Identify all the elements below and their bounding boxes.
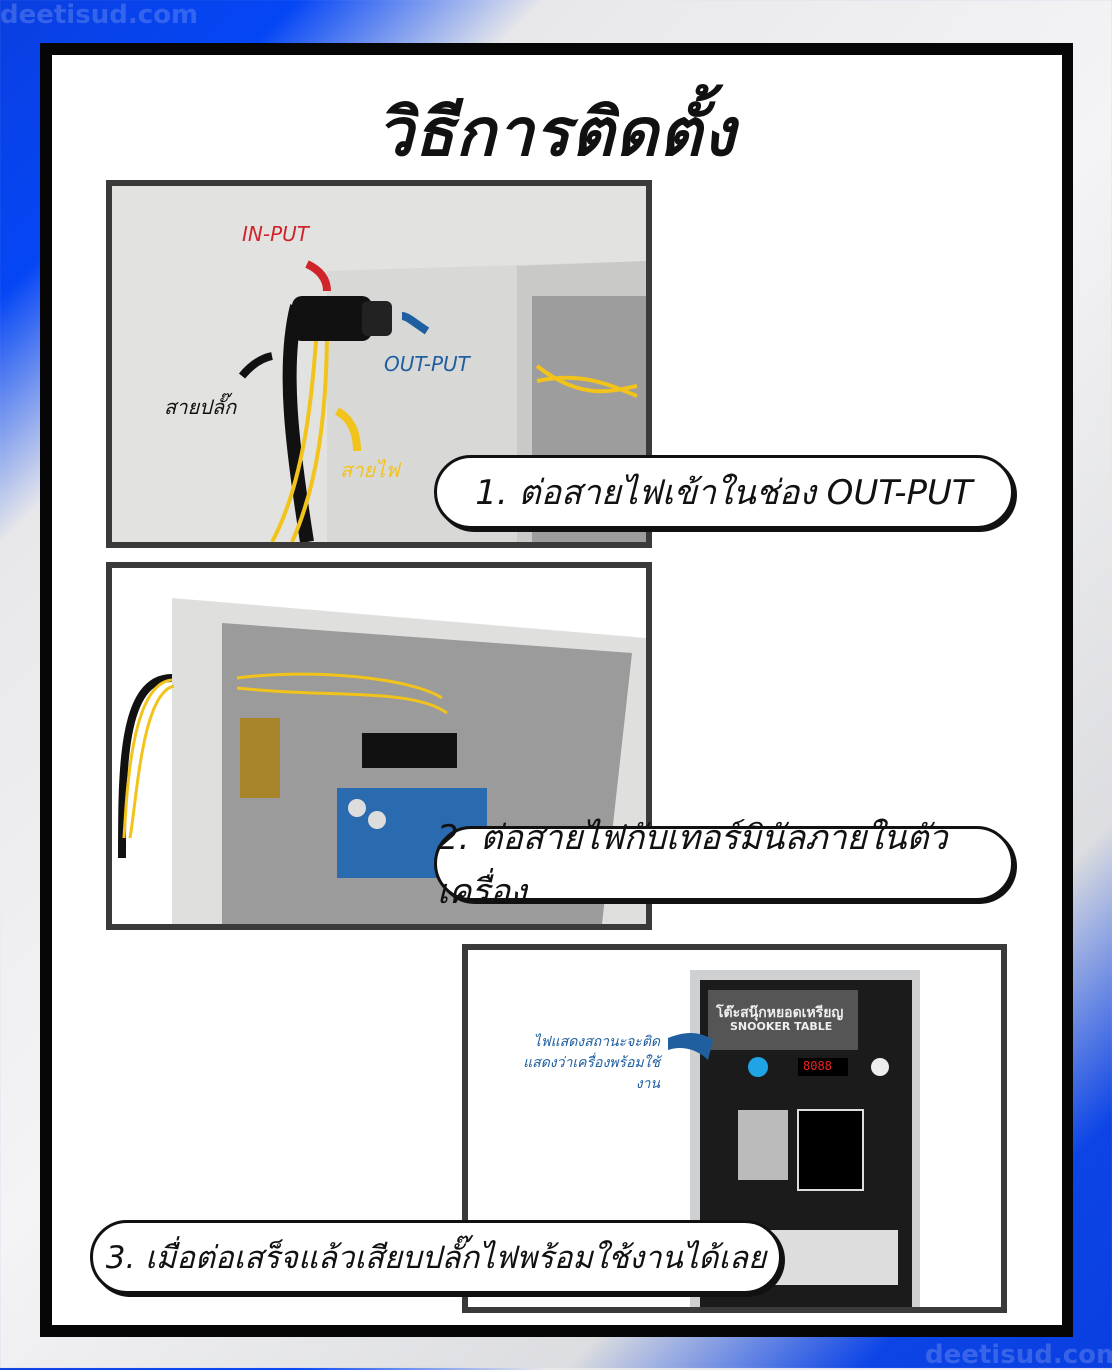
note-line-1: ไฟแสดงสถานะจะติด: [533, 1034, 660, 1050]
status-light-note: ไฟแสดงสถานะจะติด แสดงว่าเครื่องพร้อมใช้ง…: [500, 1032, 660, 1095]
step1-caption: 1. ต่อสายไฟเข้าในช่อง OUT-PUT: [434, 455, 1014, 529]
step2-caption: 2. ต่อสายไฟกับเทอร์มินัลภายในตัวเครื่อง: [434, 818, 1014, 912]
note-line-2: แสดงว่าเครื่องพร้อมใช้งาน: [523, 1055, 660, 1092]
device-title-en: SNOOKER TABLE: [730, 1020, 833, 1033]
device-title-th: โต๊ะสนุ๊กหยอดเหรียญ: [716, 1005, 844, 1021]
wire-label: สายไฟ: [340, 458, 400, 482]
plug-cable-label: สายปลั๊ก: [164, 395, 237, 419]
input-label: IN-PUT: [242, 222, 309, 246]
output-label: OUT-PUT: [384, 352, 470, 376]
step2-illustration: [106, 562, 652, 930]
watermark: deetisud.com: [0, 0, 199, 30]
device-display: 8088: [803, 1059, 832, 1073]
watermark: deetisud.com: [925, 1340, 1112, 1370]
page-title: วิธีการติดตั้ง: [376, 94, 736, 171]
step3-caption: 3. เมื่อต่อเสร็จแล้วเสียบปลั๊กไฟพร้อมใช้…: [90, 1220, 782, 1294]
